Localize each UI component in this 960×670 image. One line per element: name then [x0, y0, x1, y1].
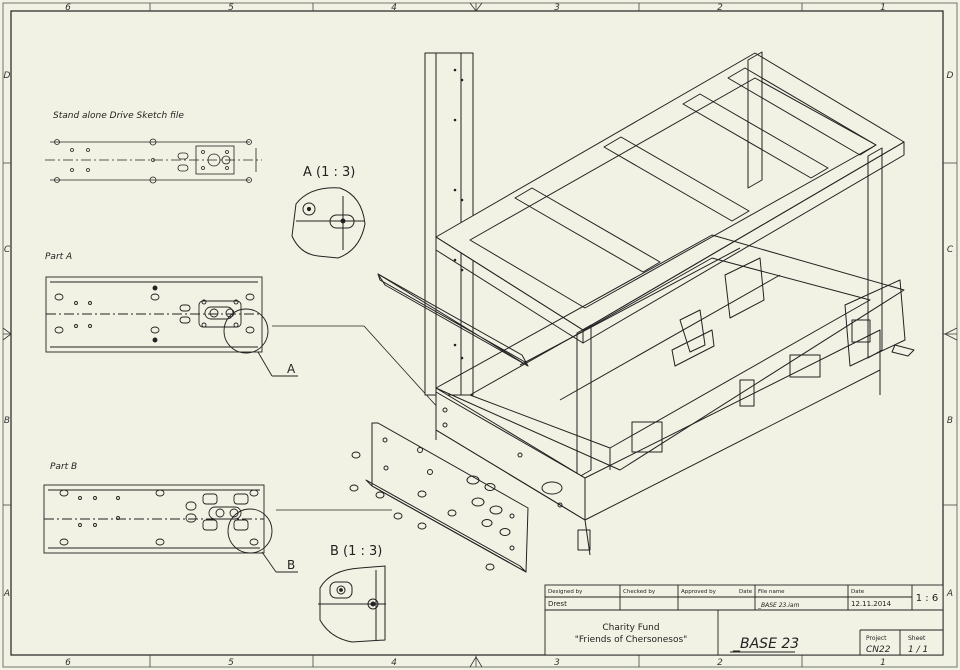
zone-col-label: 6 — [65, 3, 71, 13]
zone-row-label: C — [947, 245, 954, 255]
file-name-value: _BASE 23.iam — [757, 602, 800, 609]
zone-col-label: 4 — [391, 3, 397, 13]
zone-col-label: 5 — [228, 658, 234, 668]
project-value: CN22 — [866, 645, 891, 655]
date2-label: Date — [851, 589, 865, 595]
date-value: 12.11.2014 — [851, 600, 892, 608]
sketch-view — [45, 138, 262, 184]
part-a-view — [45, 276, 298, 377]
detail-b-view — [318, 565, 386, 643]
scale-value: 1 : 6 — [916, 593, 938, 604]
date-label: Date — [739, 589, 753, 595]
sheet-label: Sheet — [908, 635, 926, 642]
zone-col-label: 2 — [717, 658, 723, 668]
detail-a-title: A (1 : 3) — [303, 165, 355, 180]
designed-by-value: Drest — [548, 600, 567, 608]
isometric-assembly — [365, 51, 915, 573]
zone-col-label: 6 — [65, 658, 71, 668]
title-block — [544, 584, 944, 656]
zone-col-label: 1 — [880, 658, 886, 668]
zone-row-label: D — [4, 71, 11, 81]
screws — [349, 451, 495, 571]
checked-by-label: Checked by — [623, 589, 656, 595]
zone-row-label: A — [3, 589, 10, 599]
callout-a: A — [287, 362, 296, 376]
project-label: Project — [866, 635, 887, 642]
zone-row-label: D — [947, 71, 954, 81]
zone-col-label: 4 — [391, 658, 397, 668]
drawing-title: _BASE 23 — [732, 636, 799, 652]
zone-row-label: A — [946, 589, 953, 599]
sketch-view-title: Stand alone Drive Sketch file — [53, 111, 184, 121]
file-name-label: File name — [758, 589, 785, 595]
designed-by-label: Designed by — [548, 589, 583, 595]
sheet-value: 1 / 1 — [908, 645, 928, 655]
zone-col-label: 2 — [717, 3, 723, 13]
part-b-view — [43, 484, 298, 573]
organization-line2: "Friends of Chersonesos" — [575, 635, 688, 645]
part-a-title: Part A — [45, 252, 72, 262]
inner-border — [10, 10, 944, 656]
part-b-title: Part B — [50, 462, 77, 472]
zone-col-label: 5 — [228, 3, 234, 13]
zone-row-label: B — [4, 416, 10, 426]
detail-a-view — [291, 187, 366, 259]
zone-col-label: 1 — [880, 3, 886, 13]
leader-a-cont — [363, 325, 441, 411]
zone-col-label: 3 — [554, 658, 560, 668]
organization-line1: Charity Fund — [602, 623, 659, 633]
approved-by-label: Approved by — [681, 589, 717, 595]
detail-b-title: B (1 : 3) — [330, 544, 382, 559]
zone-row-label: B — [947, 416, 953, 426]
callout-b: B — [287, 558, 295, 572]
zone-row-label: C — [4, 245, 11, 255]
zone-col-label: 3 — [554, 3, 560, 13]
